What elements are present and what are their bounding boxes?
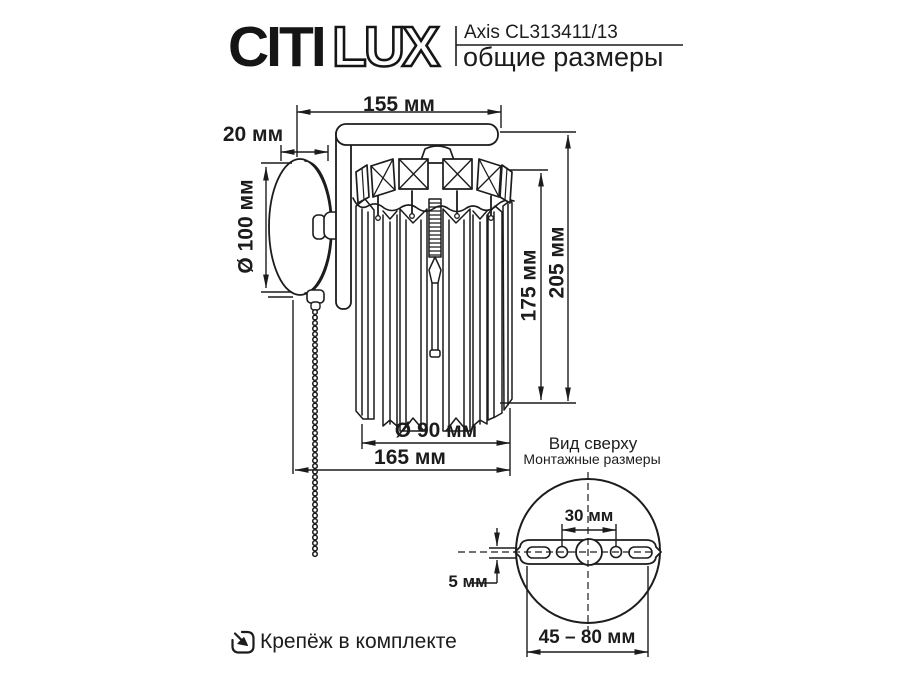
logo-lux: LUX bbox=[332, 16, 440, 79]
crystal-shade bbox=[352, 158, 515, 432]
pull-chain bbox=[306, 289, 325, 559]
dim-arm-length: 155 мм bbox=[363, 93, 435, 116]
center-rod bbox=[428, 198, 442, 358]
sheet-title: общие размеры bbox=[463, 42, 664, 72]
logo-citi: CITI bbox=[228, 16, 324, 79]
citilux-logo: CITI LUX bbox=[228, 16, 444, 80]
wall-lamp-side-view bbox=[268, 123, 515, 559]
side-view-dimensions bbox=[261, 105, 576, 476]
backplate bbox=[268, 158, 344, 296]
top-view bbox=[458, 472, 662, 657]
dim-shade-height: 175 мм bbox=[517, 249, 541, 322]
dim-backplate-depth: 20 мм bbox=[222, 123, 284, 146]
model-number: Axis CL313411/13 bbox=[464, 22, 618, 43]
dim-bracket-slot-width: 5 мм bbox=[448, 572, 488, 591]
mounting-included-note: Крепёж в комплекте bbox=[260, 630, 457, 653]
top-view-title: Вид сверху bbox=[548, 434, 638, 453]
dim-total-height: 205 мм bbox=[545, 226, 569, 299]
dim-shade-diameter: Ø 90 мм bbox=[394, 419, 478, 442]
shade-ring bbox=[352, 197, 515, 213]
dim-mounting-range: 45 – 80 мм bbox=[538, 627, 636, 648]
dim-hole-spacing: 30 мм bbox=[564, 506, 614, 525]
top-view-subtitle: Монтажные размеры bbox=[523, 451, 661, 467]
mounting-included-icon bbox=[231, 630, 255, 654]
crystal-squares bbox=[355, 158, 513, 204]
header-divider-lines bbox=[455, 26, 683, 66]
dim-total-depth: 165 мм bbox=[374, 446, 446, 469]
top-view-dimensions bbox=[470, 524, 649, 657]
dim-backplate-diameter: Ø 100 мм bbox=[234, 179, 258, 274]
bracket-arm bbox=[335, 123, 499, 310]
